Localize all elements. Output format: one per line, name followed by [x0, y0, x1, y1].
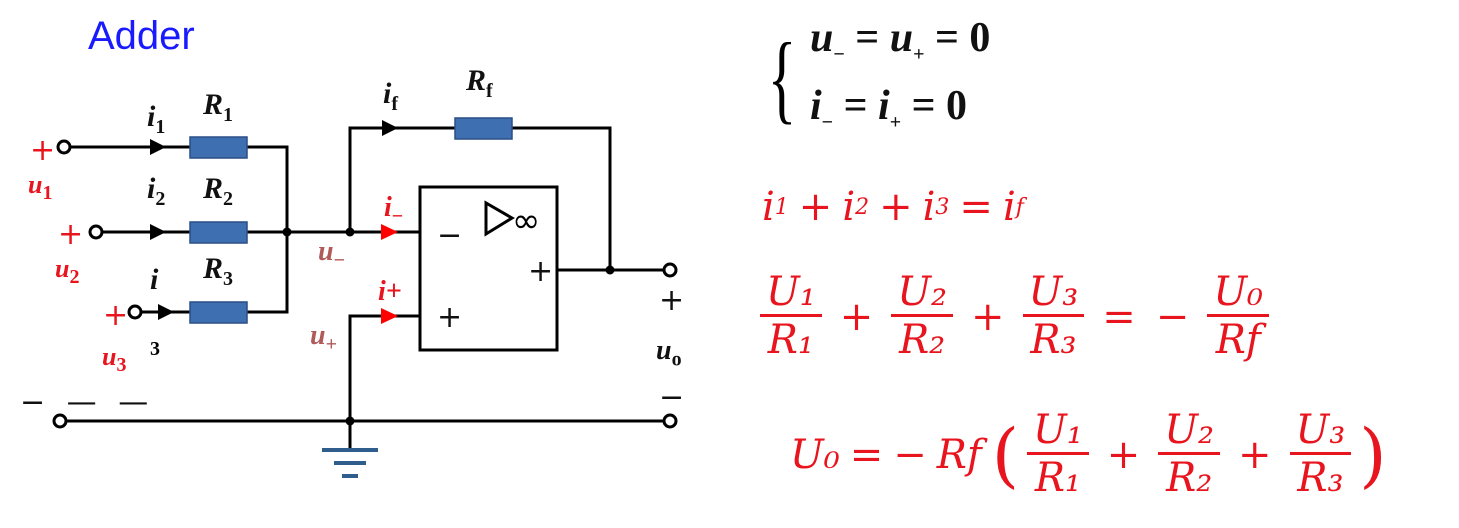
- infinity-icon: ∞: [512, 201, 540, 241]
- terminal-u1: [56, 139, 72, 155]
- equation-virtual-open: i− = i+ = 0: [810, 83, 968, 134]
- resistors: [189, 117, 513, 324]
- arrow-i2-icon: [150, 224, 166, 240]
- input-current-arrows: [381, 224, 398, 324]
- terminal-u3: [127, 304, 143, 320]
- label-r3: R3: [203, 252, 234, 290]
- slide-title: Adder: [88, 14, 195, 58]
- label-i2: i2: [147, 172, 166, 210]
- u2-plus-sign: +: [58, 217, 84, 252]
- label-i1: i1: [147, 100, 166, 138]
- resistor-rf: [454, 117, 513, 140]
- label-r1: R1: [203, 88, 234, 126]
- label-u1: u1: [28, 170, 53, 205]
- label-u-minus: u−: [318, 236, 345, 272]
- resistor-r1: [189, 136, 248, 159]
- opamp-inverting-sign: −: [437, 218, 463, 253]
- junction-nodes: [282, 227, 615, 426]
- label-u-plus: u+: [310, 320, 337, 356]
- resistor-r2: [189, 221, 248, 244]
- brace-icon: {: [767, 22, 797, 133]
- label-i-plus: i+: [378, 276, 402, 307]
- uo-plus-sign: +: [659, 283, 685, 318]
- uo-minus-sign: −: [659, 380, 685, 415]
- arrow-i-minus-icon: [381, 224, 398, 240]
- u1-plus-sign: +: [30, 133, 56, 168]
- label-i-minus: i−: [384, 192, 404, 228]
- arrow-i1-icon: [150, 139, 166, 155]
- label-r2: R2: [203, 172, 234, 210]
- u3-plus-sign: +: [103, 298, 129, 333]
- label-i3-subscript: 3: [150, 338, 160, 360]
- equation-virtual-short: u− = u+ = 0: [810, 15, 991, 66]
- terminal-uo-minus: [662, 413, 678, 429]
- terminal-uo-plus: [662, 262, 678, 278]
- terminals: [52, 139, 678, 429]
- opamp-output-sign: +: [528, 254, 554, 289]
- label-if: if: [383, 77, 399, 115]
- label-uo: uo: [656, 335, 682, 371]
- arrow-if-icon: [382, 120, 398, 136]
- arrow-i-plus-icon: [381, 308, 398, 324]
- terminal-u2: [88, 224, 104, 240]
- adder-circuit: ∞: [52, 117, 678, 478]
- label-u2: u2: [55, 254, 80, 289]
- terminal-ground-in: [52, 413, 68, 429]
- opamp-noninverting-sign: +: [437, 300, 463, 335]
- resistor-r3: [189, 301, 248, 324]
- opamp-triangle-icon: [484, 200, 515, 237]
- label-rf: Rf: [466, 64, 493, 102]
- label-i3: i: [150, 263, 159, 296]
- current-arrows: [150, 120, 398, 320]
- opamp-box: [418, 185, 559, 352]
- arrow-i3-icon: [158, 304, 174, 320]
- ground-icon: [322, 448, 378, 478]
- input-minus-signs: − — —: [20, 385, 155, 420]
- label-u3: u3: [102, 342, 127, 377]
